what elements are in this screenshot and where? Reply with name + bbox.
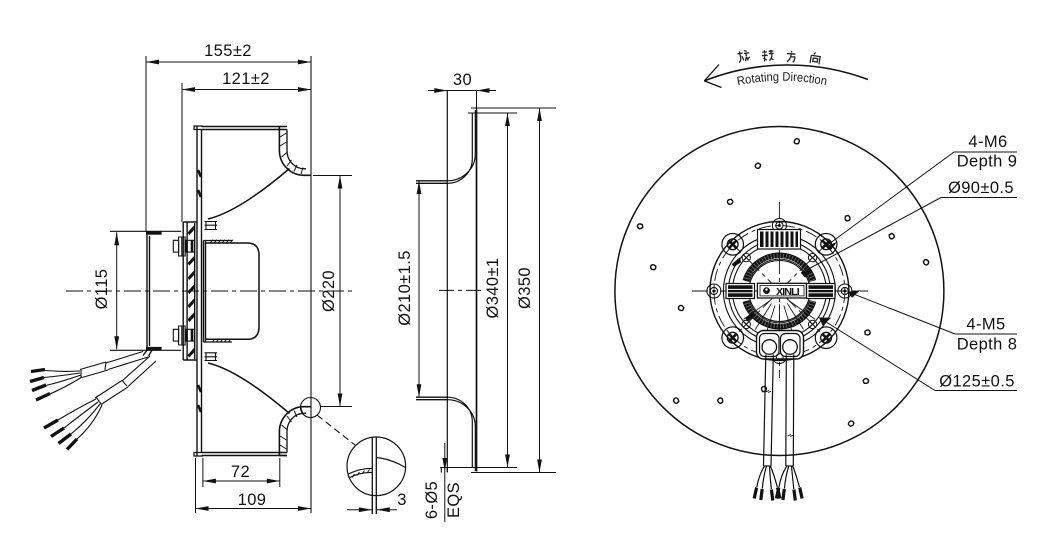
svg-text:4-M5: 4-M5	[966, 316, 1005, 334]
svg-text:EQS: EQS	[445, 482, 463, 518]
svg-text:XINLI: XINLI	[776, 286, 800, 298]
svg-text:72: 72	[231, 463, 250, 481]
svg-text:4-M6: 4-M6	[968, 133, 1007, 151]
svg-text:109: 109	[238, 491, 267, 509]
svg-text:Depth 9: Depth 9	[957, 153, 1018, 171]
svg-text:155±2: 155±2	[204, 42, 252, 60]
svg-text:Depth 8: Depth 8	[957, 336, 1018, 354]
svg-text:Ø340±1: Ø340±1	[484, 258, 502, 319]
svg-text:6-Ø5: 6-Ø5	[423, 481, 441, 519]
svg-text:121±2: 121±2	[222, 70, 270, 88]
svg-text:30: 30	[453, 71, 472, 89]
svg-text:Rotating Direction: Rotating Direction	[736, 70, 829, 89]
svg-text:Ø90±0.5: Ø90±0.5	[948, 179, 1014, 197]
svg-text:Ø220: Ø220	[320, 270, 338, 312]
svg-text:Ø210±1.5: Ø210±1.5	[396, 250, 414, 326]
svg-text:Ø115: Ø115	[93, 269, 111, 310]
svg-text:3: 3	[397, 491, 407, 509]
svg-text:Ø350: Ø350	[516, 267, 534, 309]
svg-text:Ø125±0.5: Ø125±0.5	[939, 373, 1015, 391]
